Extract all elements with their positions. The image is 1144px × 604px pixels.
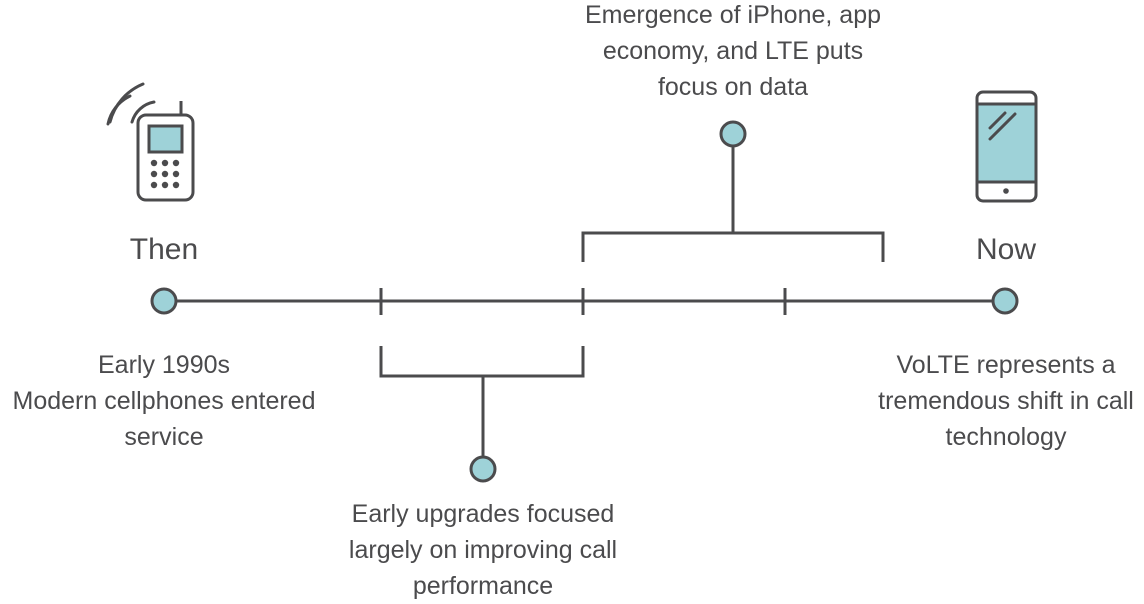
data-marker — [719, 120, 747, 148]
start-note-line: Modern cellphones entered — [12, 387, 316, 415]
end-note: VoLTE represents a tremendous shift in c… — [836, 347, 1144, 455]
start-note: Early 1990s Modern cellphones entered se… — [0, 347, 334, 455]
then-label: Then — [129, 233, 199, 266]
data-bracket — [581, 231, 885, 262]
end-note-line: tremendous shift in call — [878, 387, 1134, 415]
upgrade-note: Early upgrades focused largely on improv… — [313, 496, 653, 604]
smartphone-icon — [975, 90, 1038, 203]
end-note-line: VoLTE represents a — [896, 351, 1116, 379]
data-note-line: focus on data — [657, 73, 809, 101]
upgrade-note-line: largely on improving call — [348, 536, 618, 564]
upgrade-marker — [469, 455, 497, 483]
data-note: Emergence of iPhone, app economy, and LT… — [563, 0, 903, 105]
end-note-line: technology — [945, 423, 1067, 451]
start-note-line: service — [124, 423, 204, 451]
flip-phone-icon — [106, 82, 195, 202]
now-label: Now — [975, 233, 1036, 266]
now-marker — [991, 287, 1019, 315]
start-note-line: Early 1990s — [97, 351, 231, 379]
then-marker — [150, 287, 178, 315]
data-note-line: economy, and LTE puts — [602, 37, 864, 65]
data-note-line: Emergence of iPhone, app — [584, 1, 882, 29]
upgrade-bracket — [379, 346, 585, 378]
upgrade-note-line: Early upgrades focused — [351, 500, 615, 528]
upgrade-note-line: performance — [412, 572, 554, 600]
